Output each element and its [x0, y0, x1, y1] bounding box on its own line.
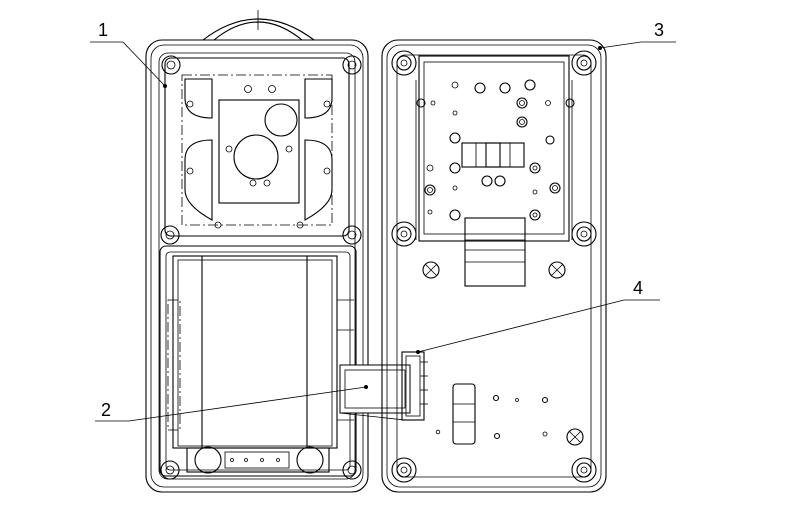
corner-screw-boss	[160, 55, 362, 245]
callout-label-4: 4	[633, 278, 643, 298]
callout-2: 2	[95, 385, 368, 422]
callout-4: 4	[416, 278, 660, 354]
callout-label-2: 2	[101, 400, 111, 420]
callout-3: 3	[598, 20, 676, 50]
right-housing	[381, 39, 607, 493]
left-housing	[145, 10, 369, 493]
crosshead-screw	[422, 261, 584, 446]
callout-label-3: 3	[654, 20, 664, 40]
callout-label-1: 1	[98, 20, 108, 40]
ribbon-cable	[339, 364, 411, 421]
corner-screw-boss	[391, 50, 597, 483]
callout-1: 1	[90, 20, 167, 88]
